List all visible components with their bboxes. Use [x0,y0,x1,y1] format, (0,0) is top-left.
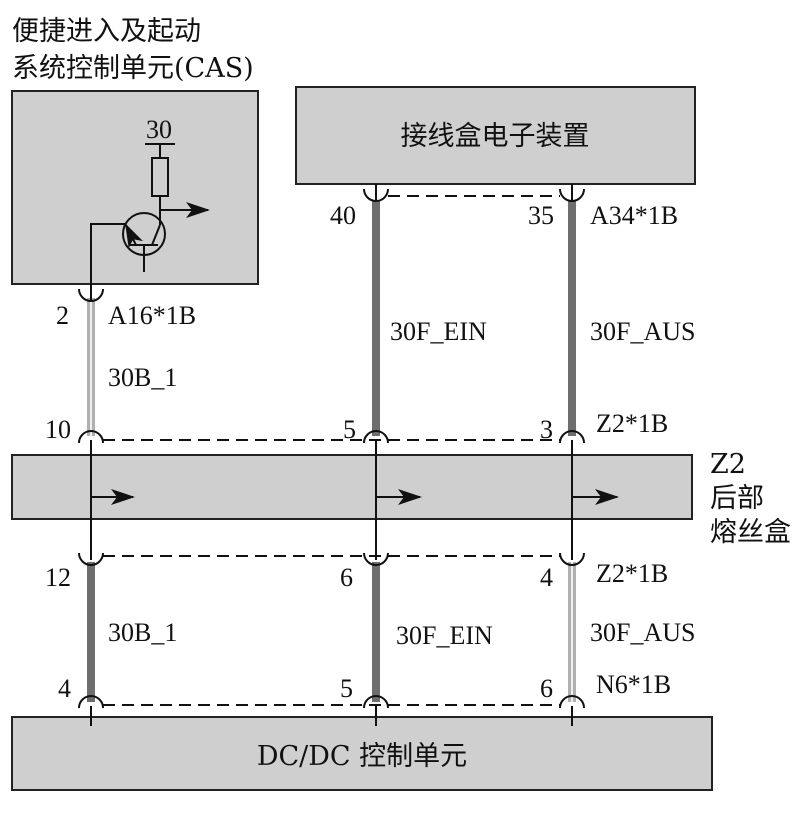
dcdc-title: DC/DC 控制单元 [257,741,467,772]
fuse-box-label-line2: 后部 [710,483,764,514]
wire-30f-aus-lower [568,562,576,702]
wire-label-30f-aus-lower: 30F_AUS [590,618,695,647]
fuse-upper-connector-id: Z2*1B [596,409,668,438]
cas-title-line1: 便捷进入及起动 [12,16,201,47]
cas-pin-number: 2 [56,301,69,330]
pin-symbols [78,184,585,709]
jb-connector-id: A34*1B [590,201,678,230]
fuse-lower-pin-4: 4 [540,563,553,592]
wire-30b1-upper [87,298,95,436]
wire-label-30f-ein-upper: 30F_EIN [390,317,487,346]
fuse-box-label-line3: 熔丝盒 [710,517,791,548]
cas-connector-id: A16*1B [108,301,196,330]
dcdc-pin-5: 5 [340,674,353,703]
junction-box-module: 接线盒电子装置 [295,86,696,185]
dcdc-module: DC/DC 控制单元 [11,706,713,791]
dcdc-pin-4: 4 [58,674,71,703]
fuse-upper-pin-5: 5 [343,415,356,444]
jb-pin-35: 35 [528,201,554,230]
junction-box-title: 接线盒电子装置 [401,121,590,152]
fuse-upper-pin-3: 3 [540,415,553,444]
jb-pin-40: 40 [330,201,356,230]
fuse-box-label-line1: Z2 [710,449,746,480]
dcdc-connector-id: N6*1B [596,670,671,699]
wire-30f-ein-upper [372,200,380,436]
supply-30-label: 30 [146,115,172,144]
fuse-lower-pin-6: 6 [340,563,353,592]
wire-label-30b1-lower: 30B_1 [108,618,177,647]
fuse-upper-pin-10: 10 [45,415,71,444]
cas-module: 30 [11,90,259,285]
dcdc-pin-6: 6 [540,674,553,703]
wire-30f-aus-upper [568,200,576,436]
wire-30f-ein-lower [372,562,380,702]
fuse-box-module [11,440,693,560]
fuse-lower-connector-id: Z2*1B [596,559,668,588]
wire-label-30b1-upper: 30B_1 [108,363,177,392]
wire-label-30f-aus-upper: 30F_AUS [590,317,695,346]
transistor-icon [90,143,210,284]
fuse-lower-pin-12: 12 [45,563,71,592]
wire-30b1-lower [87,562,95,702]
wire-label-30f-ein-lower: 30F_EIN [396,621,493,650]
cas-title-line2: 系统控制单元(CAS) [12,53,254,84]
